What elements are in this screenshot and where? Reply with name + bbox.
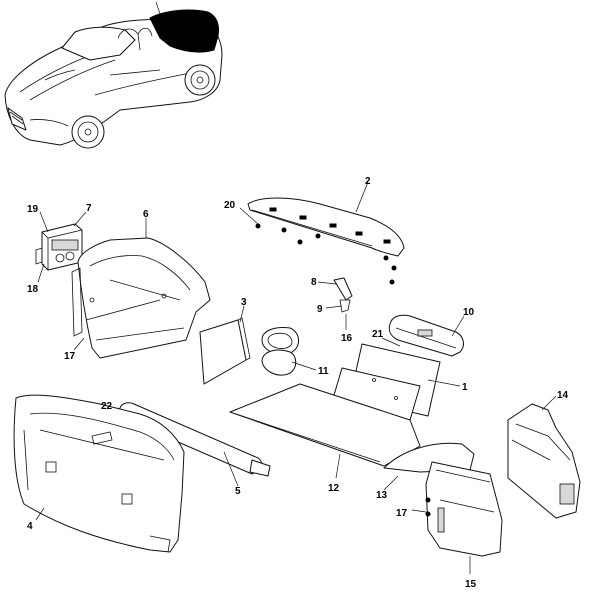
callout-12: 12: [328, 483, 340, 494]
part-right-bracket: [507, 395, 581, 519]
part-boot-floor: [229, 383, 421, 479]
part-electrical-module: [35, 211, 87, 283]
callout-7: 7: [86, 203, 92, 214]
callout-9: 9: [317, 304, 323, 315]
callout-19: 19: [27, 204, 39, 215]
callout-17-right: 17: [396, 508, 408, 519]
callout-3: 3: [241, 297, 247, 308]
callout-15: 15: [465, 579, 477, 590]
part-floor-boards: [331, 343, 461, 421]
part-access-cover: [261, 327, 317, 376]
callout-1: 1: [462, 382, 468, 393]
callout-10: 10: [463, 307, 475, 318]
car-overview: [4, 1, 223, 149]
callout-13: 13: [376, 490, 388, 501]
callout-labels: 1 2 3 4 5 6 7 8 9 10 11 12 13 14 15 16 1…: [27, 176, 569, 590]
callout-8: 8: [311, 277, 317, 288]
callout-16: 16: [341, 333, 353, 344]
part-boot-lamp: [381, 314, 465, 357]
part-bracket: [317, 277, 353, 330]
callout-22: 22: [101, 401, 113, 412]
part-clips: [239, 207, 397, 285]
callout-11: 11: [318, 366, 329, 377]
callout-18: 18: [27, 284, 39, 295]
callout-17-left: 17: [64, 351, 76, 362]
part-side-board: [199, 305, 251, 385]
part-left-side-panel: [13, 394, 185, 553]
callout-20: 20: [224, 200, 236, 211]
part-right-lower-trim: [383, 442, 503, 574]
callout-5: 5: [235, 486, 241, 497]
callout-6: 6: [143, 209, 149, 220]
part-left-trim-panel: [71, 218, 211, 359]
callout-14: 14: [557, 390, 569, 401]
callout-21: 21: [372, 329, 384, 340]
callout-2: 2: [365, 176, 371, 187]
part-parcel-shelf: [247, 181, 405, 257]
boot-highlight: [149, 9, 219, 53]
callout-4: 4: [27, 521, 33, 532]
